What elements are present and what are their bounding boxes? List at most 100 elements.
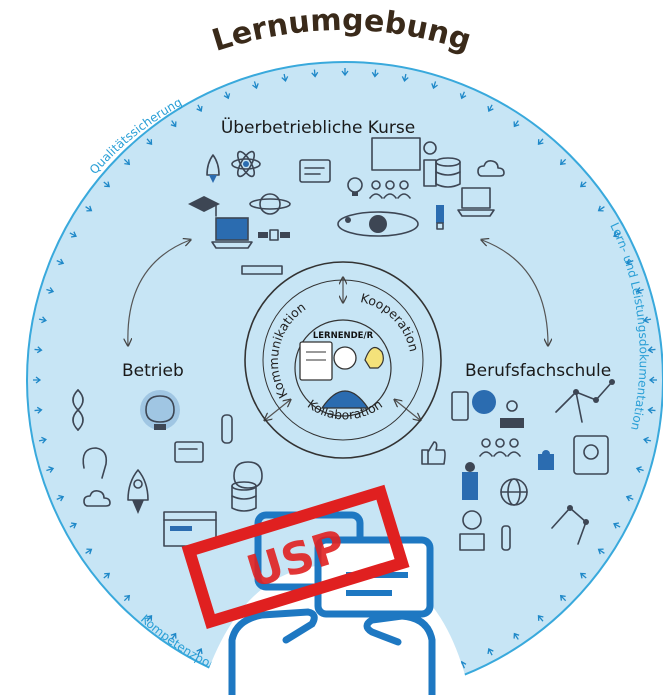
ring-arrow-icon — [252, 81, 259, 90]
learner-figure-icon — [299, 341, 384, 409]
teacher-icon — [462, 462, 478, 500]
ring-arrow-icon — [281, 73, 289, 82]
ring-arrow-icon — [559, 158, 567, 166]
ring-arrow-icon — [597, 205, 605, 212]
chat-icon — [299, 159, 331, 183]
test-tube-icon — [501, 525, 511, 551]
ring-arrow-icon — [371, 69, 379, 78]
ring-arrow-icon — [46, 466, 55, 473]
ring-arrow-icon — [38, 436, 47, 444]
ring-arrow-icon — [46, 287, 55, 294]
ring-arrow-icon — [648, 376, 657, 384]
ring-arrow-icon — [85, 548, 93, 555]
satellite-icon — [258, 229, 290, 241]
ring-arrow-icon — [513, 632, 520, 640]
student-head-icon — [472, 390, 496, 414]
constellation-icon — [551, 505, 589, 545]
ring-arrow-icon — [170, 632, 177, 640]
student-icon — [459, 510, 485, 551]
ring-arrow-icon — [69, 522, 77, 529]
arrow-center-right — [395, 400, 420, 420]
ring-arrow-icon — [56, 258, 65, 266]
ring-arrow-icon — [311, 69, 319, 78]
ring-arrow-icon — [401, 73, 409, 82]
icons-company — [72, 389, 263, 547]
ring-arrows — [33, 68, 657, 669]
ring-arrow-icon — [643, 316, 652, 324]
icons-school — [421, 379, 615, 551]
icons-courses — [188, 137, 505, 275]
ring-arrow-icon — [69, 231, 77, 238]
environment-circle — [26, 61, 663, 695]
diagram-title: Lernumgebung — [208, 3, 475, 59]
people-group-icon — [369, 180, 411, 199]
ring-arrow-icon — [643, 436, 652, 444]
ring-arrow-icon — [487, 648, 494, 656]
ring-arrow-icon — [625, 258, 634, 266]
ring-arrow-icon — [537, 138, 544, 146]
ring-arrow-icon — [146, 614, 153, 622]
rocket-icon — [206, 154, 220, 183]
usb-stick-icon — [436, 205, 444, 230]
rocket-icon — [127, 469, 149, 514]
usp-stamp: USP — [181, 484, 410, 630]
database-icon — [231, 481, 257, 512]
laptop-icon — [457, 187, 495, 217]
graduation-cap-icon — [188, 196, 220, 217]
lightbulb-icon — [347, 177, 363, 196]
ring-arrow-icon — [170, 120, 177, 128]
ring-arrow-icon — [635, 466, 644, 473]
ring-arrow-icon — [487, 104, 494, 112]
ring-arrow-icon — [579, 572, 587, 579]
ring-arrow-icon — [196, 648, 203, 656]
cloud-icon — [83, 490, 111, 507]
ring-arrow-icon — [613, 231, 621, 238]
ring-arrow-icon — [196, 104, 203, 112]
ring-arrow-icon — [431, 81, 438, 90]
ring-arrow-icon — [613, 522, 621, 529]
ring-arrow-icon — [146, 138, 153, 146]
planet-icon — [249, 193, 291, 215]
ring-arrow-icon — [123, 594, 131, 602]
ring-arrow-icon — [625, 494, 634, 502]
arrow-center-left — [265, 400, 290, 420]
presenter-icon — [500, 400, 524, 428]
constellation-icon — [555, 379, 615, 423]
arrow-company-courses — [128, 240, 190, 345]
brain-icon — [140, 390, 180, 430]
database-icon — [435, 157, 461, 188]
ring-arrow-icon — [103, 181, 111, 188]
test-tube-icon — [221, 414, 233, 444]
globe-icon — [500, 478, 528, 506]
ring-arrow-icon — [123, 158, 131, 166]
chat-icon — [174, 441, 204, 463]
head-icon — [82, 447, 108, 479]
thumbs-up-icon — [421, 441, 446, 465]
atom-icon — [231, 150, 261, 178]
puzzle-icon — [538, 450, 554, 470]
dna-icon — [72, 389, 84, 431]
people-group-icon — [479, 438, 521, 457]
section-label-courses: Überbetriebliche Kurse — [221, 116, 415, 138]
ring-arrow-icon — [513, 120, 520, 128]
ring-arrow-icon — [38, 316, 47, 324]
ring-arrow-icon — [459, 91, 467, 100]
ring-arrow-icon — [341, 68, 349, 77]
ring-arrow-icon — [597, 548, 605, 555]
ruler-icon — [241, 265, 283, 275]
solar-system-icon — [337, 211, 419, 237]
laptop-icon — [211, 217, 253, 249]
section-label-school: Berufsfachschule — [465, 361, 611, 381]
tablet-lightbulb-icon — [573, 435, 609, 475]
ring-arrow-icon — [647, 346, 656, 354]
brain-icon — [233, 461, 263, 489]
arrow-school-courses — [482, 240, 548, 345]
smartphone-icon — [451, 391, 469, 421]
ring-arrow-icon — [85, 205, 93, 212]
center-label-learner: LERNENDE/R — [313, 331, 374, 341]
ring-arrow-icon — [56, 494, 65, 502]
section-label-company: Betrieb — [122, 361, 184, 381]
ring-arrow-icon — [537, 614, 544, 622]
ring-arrow-icon — [33, 376, 42, 384]
